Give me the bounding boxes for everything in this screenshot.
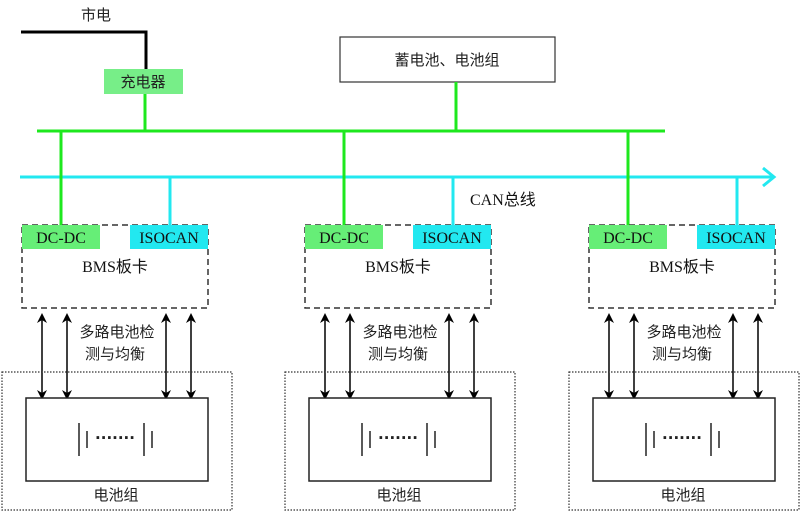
detect-label-line2: 测与均衡 xyxy=(368,345,428,363)
battery-cells-box xyxy=(592,397,776,482)
battery-cells-box xyxy=(25,397,209,482)
battery-pack-label: 电池组 xyxy=(660,486,705,504)
battery-pack-label: 电池组 xyxy=(376,486,421,504)
detect-label-line1: 多路电池检 xyxy=(646,323,721,341)
charger-label: 充电器 xyxy=(120,73,165,91)
battery-pack-group-box xyxy=(568,371,800,511)
isocan-label: ISOCAN xyxy=(422,230,482,247)
bms-board-box xyxy=(21,224,209,309)
bms-board-box xyxy=(304,224,492,309)
battery-cells-box xyxy=(308,397,492,482)
charger-box xyxy=(104,69,183,94)
storage-box xyxy=(339,36,556,83)
dcdc-label: DC-DC xyxy=(603,230,653,247)
dcdc-label: DC-DC xyxy=(319,230,369,247)
battery-pack-group-box xyxy=(1,371,233,511)
battery-icon: ······· xyxy=(645,423,720,456)
detect-label-line1: 多路电池检 xyxy=(79,323,154,341)
battery-icon: ······· xyxy=(78,423,153,456)
isocan-box xyxy=(413,225,491,249)
battery-icon: ······· xyxy=(361,423,436,456)
dcdc-box xyxy=(22,225,100,249)
detect-label-line2: 测与均衡 xyxy=(85,345,145,363)
detect-label-line1: 多路电池检 xyxy=(362,323,437,341)
isocan-label: ISOCAN xyxy=(706,230,766,247)
bms-board-box xyxy=(588,224,776,309)
bms-label: BMS板卡 xyxy=(82,258,148,276)
battery-dots: ······· xyxy=(378,429,418,447)
isocan-box xyxy=(130,225,208,249)
mains-label: 市电 xyxy=(81,6,111,24)
can-bus-label: CAN总线 xyxy=(470,191,536,209)
bms-label: BMS板卡 xyxy=(649,258,715,276)
detect-label-line2: 测与均衡 xyxy=(652,345,712,363)
isocan-label: ISOCAN xyxy=(139,230,199,247)
can-bus-arrow-icon xyxy=(762,166,777,188)
bms-label: BMS板卡 xyxy=(365,258,431,276)
battery-dots: ······· xyxy=(662,429,702,447)
mains-line xyxy=(21,30,148,70)
battery-pack-label: 电池组 xyxy=(93,486,138,504)
dcdc-box xyxy=(305,225,383,249)
dcdc-label: DC-DC xyxy=(36,230,86,247)
battery-dots: ······· xyxy=(95,429,135,447)
storage-label: 蓄电池、电池组 xyxy=(394,51,499,69)
isocan-box xyxy=(697,225,775,249)
battery-pack-group-box xyxy=(284,371,516,511)
dcdc-box xyxy=(589,225,667,249)
